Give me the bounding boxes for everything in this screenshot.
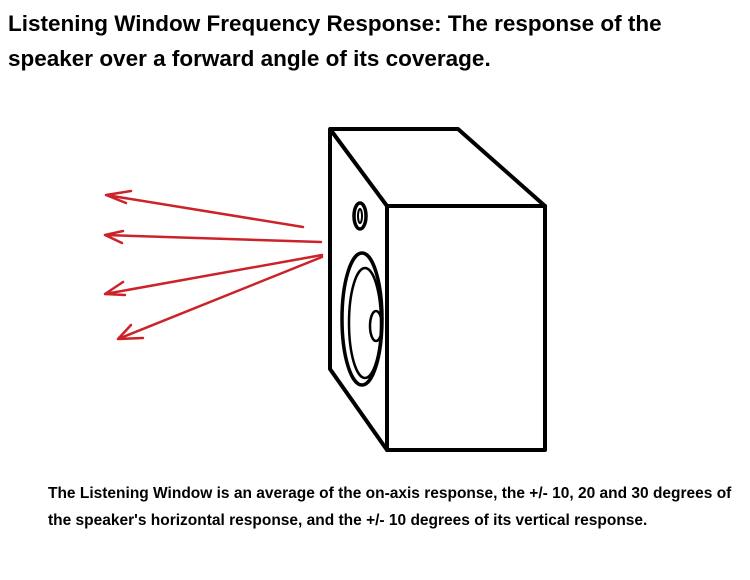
diagram-title: Listening Window Frequency Response: The… <box>8 11 662 71</box>
arrow-icon <box>104 189 305 229</box>
tweeter-icon <box>352 201 368 231</box>
cabinet-top-panel <box>330 127 547 208</box>
woofer-dust-cap <box>368 309 384 343</box>
tweeter-inner <box>357 208 363 224</box>
drivers <box>340 201 384 387</box>
speaker-cabinet <box>328 127 547 452</box>
woofer-cone <box>347 266 383 380</box>
arrow-icon <box>116 255 324 341</box>
sound-arrows <box>103 189 324 341</box>
arrow-icon <box>103 253 324 297</box>
arrow-icon <box>103 229 323 245</box>
diagram-caption: The Listening Window is an average of th… <box>48 485 732 529</box>
cabinet-front-panel <box>385 204 547 452</box>
